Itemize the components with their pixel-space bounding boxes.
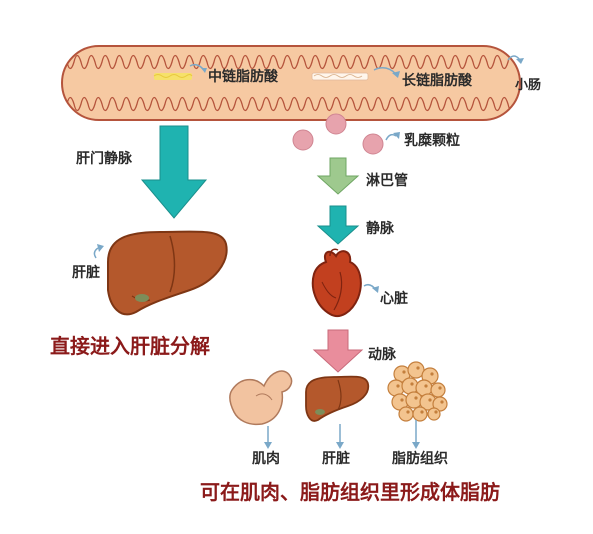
- mct-label: 中链脂肪酸: [208, 69, 278, 85]
- fat-cell-nucleus-icon: [400, 398, 404, 402]
- fat-cell-nucleus-icon: [406, 410, 410, 414]
- caption-body-fat: 可在肌肉、脂肪组织里形成体脂肪: [200, 480, 500, 504]
- portal-vein-label: 肝门静脉: [76, 151, 132, 167]
- fat-cell-icon: [432, 396, 448, 412]
- fat-cell-icon: [430, 382, 446, 398]
- liver-left-pointer-icon: [93, 247, 99, 259]
- intestine-pointer-head-icon: [516, 58, 524, 64]
- adipose-label: 脂肪组织: [392, 451, 448, 467]
- heart-icon: [311, 248, 362, 317]
- lct-chain-icon: [311, 72, 369, 81]
- adipose-tissue-icon: [387, 361, 448, 422]
- fat-cell-icon: [405, 391, 423, 409]
- fat-cell-nucleus-icon: [414, 396, 418, 400]
- fat-cell-nucleus-icon: [416, 366, 420, 370]
- lct-label: 长链脂肪酸: [402, 73, 472, 89]
- artery-label: 动脉: [368, 347, 396, 363]
- artery-arrow-icon: [312, 329, 364, 373]
- vein-label: 静脉: [366, 221, 394, 237]
- heart-label: 心脏: [380, 291, 408, 307]
- caption-liver: 直接进入肝脏分解: [50, 334, 210, 358]
- adipose-pointer-head-icon: [412, 442, 420, 449]
- liver-left-label: 肝脏: [72, 265, 100, 281]
- muscle-label: 肌肉: [252, 451, 280, 467]
- vein-arrow-icon: [316, 205, 360, 245]
- small-intestine: [61, 45, 521, 121]
- portal-vein-arrow-icon: [140, 125, 208, 219]
- fat-cell-nucleus-icon: [434, 410, 438, 414]
- mct-pointer-head-icon: [201, 68, 207, 73]
- small-intestine-label: 小肠: [515, 78, 542, 93]
- muscle-icon: [229, 370, 293, 426]
- mct-chain-icon: [153, 73, 193, 80]
- muscle-pointer-head-icon: [264, 442, 272, 449]
- fat-cell-nucleus-icon: [396, 384, 400, 388]
- fat-cell-nucleus-icon: [402, 370, 406, 374]
- liver-bottom-label: 肝脏: [322, 451, 350, 467]
- fat-cell-icon: [398, 406, 414, 422]
- fat-cell-nucleus-icon: [430, 372, 434, 376]
- fat-cell-icon: [412, 406, 428, 422]
- heart-pointer-head-icon: [372, 286, 379, 293]
- fat-cell-nucleus-icon: [410, 382, 414, 386]
- chylomicron-pointer-head-icon: [393, 132, 400, 139]
- lct-pointer-head-icon: [392, 71, 400, 78]
- liver-bottom-icon: [305, 375, 370, 422]
- liver-bottom-pointer-head-icon: [336, 442, 344, 449]
- fat-cell-nucleus-icon: [428, 398, 432, 402]
- chylomicron-pointer-icon: [385, 133, 397, 141]
- fat-cell-nucleus-icon: [438, 386, 442, 390]
- fat-cell-nucleus-icon: [440, 400, 444, 404]
- fat-cell-nucleus-icon: [420, 410, 424, 414]
- fat-cell-nucleus-icon: [424, 384, 428, 388]
- chylomicron-label: 乳糜颗粒: [404, 133, 460, 149]
- liver-left-pointer-head-icon: [97, 244, 104, 252]
- lymph-arrow-icon: [316, 157, 360, 195]
- liver-left-icon: [107, 230, 228, 316]
- fat-cell-icon: [427, 407, 441, 421]
- lymph-label: 淋巴管: [366, 173, 408, 189]
- chylomicron-particles-icon: [292, 113, 384, 155]
